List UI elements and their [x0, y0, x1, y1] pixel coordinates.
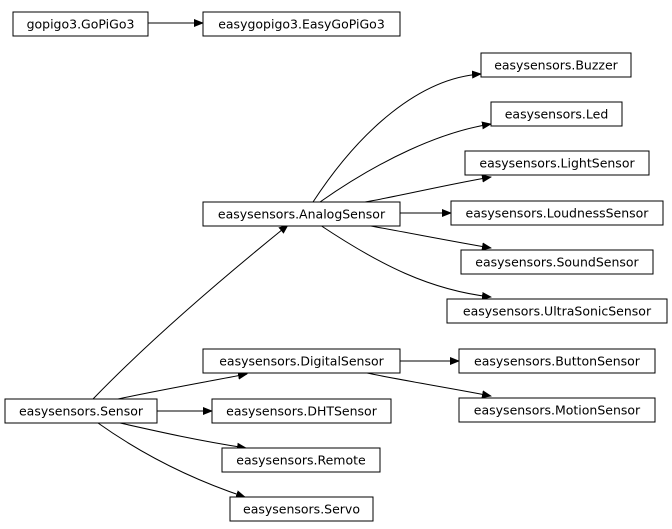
- node-dht-sensor[interactable]: easysensors.DHTSensor: [211, 398, 392, 424]
- node-label: easysensors.LightSensor: [479, 156, 635, 171]
- node-label: easysensors.LoudnessSensor: [466, 206, 650, 221]
- node-loudness-sensor[interactable]: easysensors.LoudnessSensor: [450, 200, 664, 226]
- node-label: easysensors.Remote: [236, 453, 366, 468]
- node-motion-sensor[interactable]: easysensors.MotionSensor: [458, 397, 656, 423]
- node-led[interactable]: easysensors.Led: [490, 101, 623, 127]
- node-label: easysensors.AnalogSensor: [218, 207, 386, 222]
- edge-sensor-to-digitalsensor: [117, 371, 248, 400]
- edge-analogsensor-to-ultrasonicsensor: [319, 224, 492, 300]
- node-label: easysensors.ButtonSensor: [474, 354, 641, 369]
- node-sensor[interactable]: easysensors.Sensor: [4, 398, 158, 424]
- node-label: easysensors.Sensor: [19, 404, 144, 419]
- edge-analogsensor-to-lightsensor: [364, 174, 492, 203]
- node-label: easysensors.Buzzer: [494, 58, 618, 73]
- node-servo[interactable]: easysensors.Servo: [229, 496, 374, 522]
- node-label: easysensors.DHTSensor: [226, 404, 378, 419]
- edge-analogsensor-to-soundsensor: [364, 224, 492, 251]
- node-buzzer[interactable]: easysensors.Buzzer: [480, 52, 632, 78]
- edge-digitalsensor-to-motionsensor: [366, 372, 492, 399]
- node-label: easysensors.MotionSensor: [474, 403, 641, 418]
- node-button-sensor[interactable]: easysensors.ButtonSensor: [458, 348, 656, 374]
- edge-sensor-to-remote: [119, 422, 247, 451]
- node-label: gopigo3.GoPiGo3: [27, 17, 135, 32]
- node-analog-sensor[interactable]: easysensors.AnalogSensor: [202, 201, 401, 227]
- node-label: easysensors.DigitalSensor: [219, 354, 384, 369]
- edge-analogsensor-to-buzzer: [312, 70, 482, 203]
- node-label: easysensors.SoundSensor: [475, 255, 639, 270]
- node-label: easysensors.Servo: [243, 502, 360, 517]
- node-gopigo3[interactable]: gopigo3.GoPiGo3: [12, 11, 149, 37]
- node-ultrasonic-sensor[interactable]: easysensors.UltraSonicSensor: [446, 298, 668, 324]
- node-label: easysensors.Led: [505, 107, 609, 122]
- node-label: easygopigo3.EasyGoPiGo3: [218, 17, 385, 32]
- node-digital-sensor[interactable]: easysensors.DigitalSensor: [202, 348, 401, 374]
- node-remote[interactable]: easysensors.Remote: [221, 447, 381, 473]
- node-light-sensor[interactable]: easysensors.LightSensor: [464, 150, 650, 176]
- edge-sensor-to-analogsensor: [92, 224, 289, 400]
- inheritance-edges: [92, 19, 492, 498]
- class-nodes: gopigo3.GoPiGo3 easygopigo3.EasyGoPiGo3 …: [4, 11, 668, 522]
- node-sound-sensor[interactable]: easysensors.SoundSensor: [460, 249, 654, 275]
- edge-analogsensor-to-led: [319, 121, 492, 203]
- node-easygopigo3[interactable]: easygopigo3.EasyGoPiGo3: [202, 11, 401, 37]
- node-label: easysensors.UltraSonicSensor: [463, 304, 652, 319]
- edge-sensor-to-servo: [97, 422, 246, 498]
